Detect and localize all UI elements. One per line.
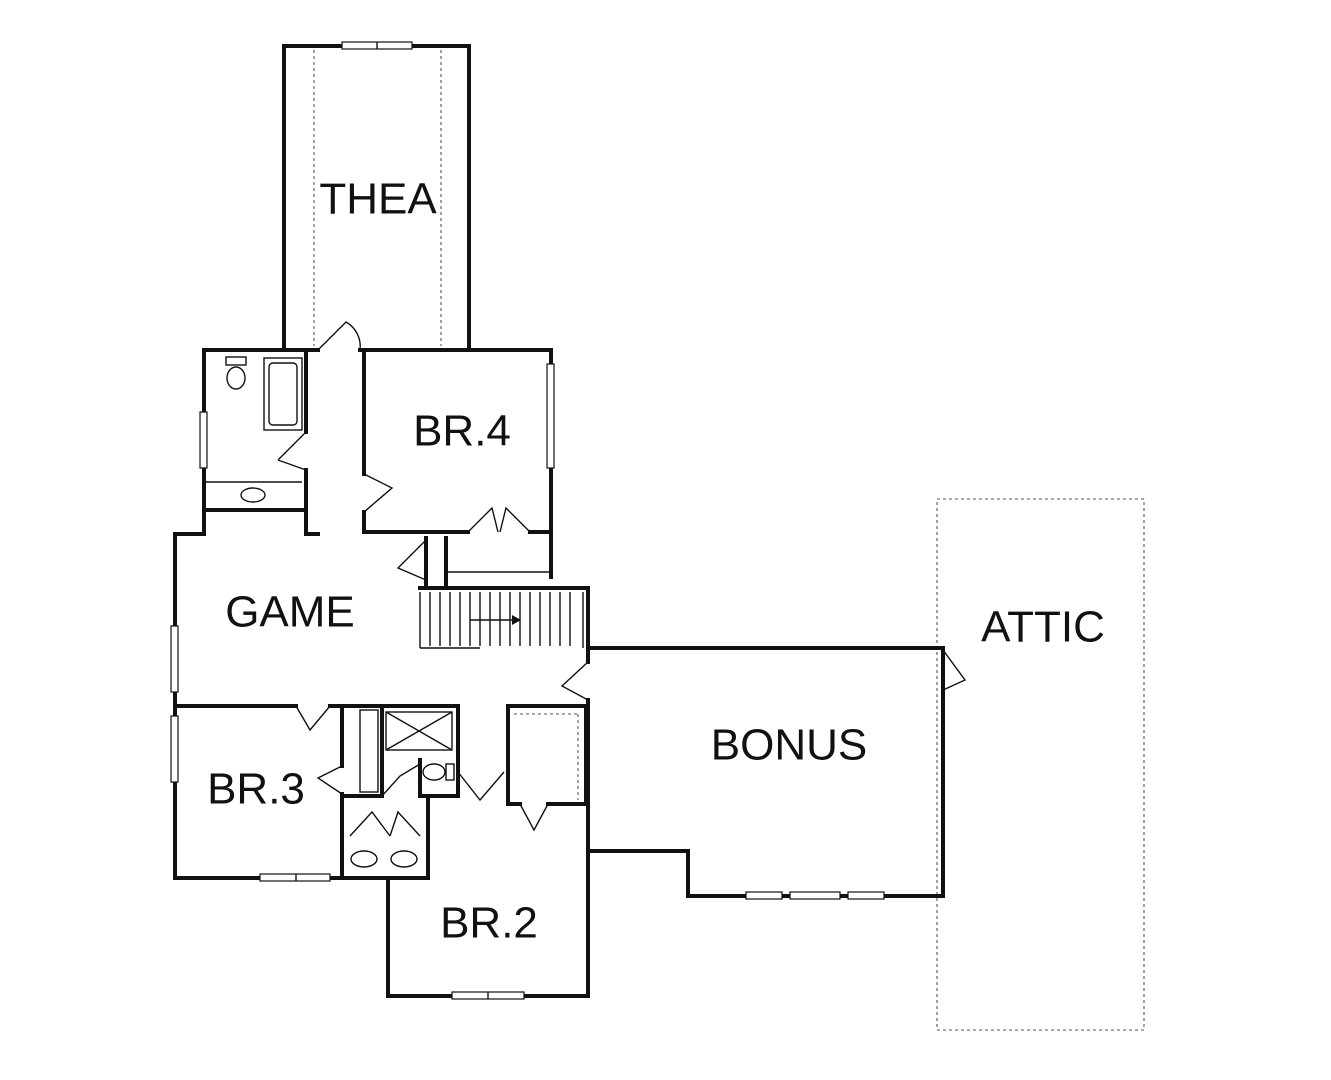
game-room <box>170 508 320 708</box>
label-game: GAME <box>225 588 355 637</box>
label-theater: THEA <box>319 175 437 224</box>
upper-bath <box>199 348 320 536</box>
hall-toilet <box>422 763 446 781</box>
bonus-window-2 <box>789 891 841 900</box>
vanity-sink-2 <box>390 850 418 868</box>
hall-bath <box>340 704 505 802</box>
bonus-window-3 <box>847 891 885 900</box>
linen-closet-door[interactable] <box>396 539 427 581</box>
hall-toilet-tank <box>445 763 455 781</box>
br4-window <box>546 363 555 469</box>
bonus-window-1 <box>745 891 783 900</box>
game-window <box>170 625 179 693</box>
toilet-tank <box>225 356 247 366</box>
vanity <box>340 810 430 880</box>
label-br4: BR.4 <box>413 407 511 456</box>
label-br3: BR.3 <box>207 765 305 814</box>
linen-closet <box>396 536 448 590</box>
br3-window <box>170 715 179 783</box>
br4-door[interactable] <box>363 473 394 513</box>
bathtub <box>263 357 303 431</box>
bedroom-4 <box>358 348 555 579</box>
label-attic: ATTIC <box>981 603 1105 652</box>
br3-south-window <box>259 873 331 882</box>
attic-door[interactable] <box>942 649 967 691</box>
theater-door[interactable] <box>317 321 361 351</box>
toilet <box>226 366 246 390</box>
bath-shelf <box>359 709 379 793</box>
stairs <box>418 586 590 650</box>
bonus-door[interactable] <box>560 661 589 701</box>
attic-outline <box>936 498 1145 1031</box>
br2-closet-door[interactable] <box>519 803 549 832</box>
br3-door[interactable] <box>295 705 331 732</box>
bath-sink <box>240 487 266 503</box>
bath-door[interactable] <box>277 431 307 471</box>
bath-window <box>199 411 208 469</box>
vanity-doors[interactable] <box>349 810 421 837</box>
bonus-room <box>560 646 967 998</box>
br3-closet-door[interactable] <box>316 765 343 795</box>
label-br2: BR.2 <box>440 899 538 948</box>
hall-bath-door[interactable] <box>381 763 421 797</box>
vanity-sink-1 <box>350 850 378 868</box>
br4-closet-doors[interactable] <box>467 506 531 533</box>
label-bonus: BONUS <box>711 721 867 770</box>
br2-door[interactable] <box>457 771 505 802</box>
bedroom-2 <box>386 704 590 1000</box>
theater-room <box>282 41 471 352</box>
